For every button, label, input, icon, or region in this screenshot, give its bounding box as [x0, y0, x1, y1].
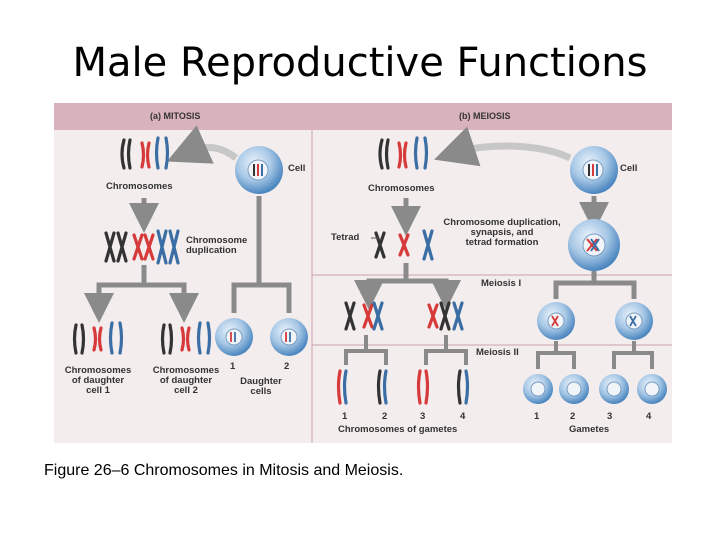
mitosis-curved-arrow: [166, 125, 239, 164]
mitosis-chromosomes: [120, 136, 170, 170]
meiosis1-split-left: [354, 263, 409, 310]
mitosis-cell-label: Cell: [288, 163, 306, 174]
meiosis1-split-right: [406, 278, 461, 310]
mitosis-header: (a) MITOSIS: [150, 111, 201, 121]
daughter-1-line-1: Chromosomes: [64, 365, 132, 376]
daughter-cells-line-2: cells: [250, 385, 272, 397]
gametes-label: Gametes: [569, 424, 610, 435]
figure: (a) MITOSIS Cell Chromosomes Chromosome …: [54, 103, 672, 443]
daughter-cell-2: [270, 318, 308, 356]
daughter-2-line-1: Chromosomes: [152, 365, 220, 376]
mitosis-split-right: [144, 282, 199, 323]
gamete-num-2: 2: [570, 411, 576, 422]
meiosis2-split-a: [344, 335, 388, 365]
tetrad-label: Tetrad: [331, 232, 360, 243]
meiosis-chromosomes-label: Chromosomes: [368, 183, 435, 194]
meiosis-duplication-label: Chromosome duplication, synapsis, and te…: [434, 218, 570, 248]
meiosis-duplication-line-2: synapsis, and: [470, 226, 534, 238]
meiosis1-cell-right: [615, 302, 653, 340]
chrom-num-1: 1: [342, 411, 348, 422]
meiosis2-split-b: [424, 335, 468, 365]
slide-title: Male Reproductive Functions: [72, 40, 648, 86]
mitosis-chromosomes-label: Chromosomes: [106, 181, 173, 192]
gamete-num-1: 1: [534, 411, 540, 422]
meiosis-curved-arrow: [434, 126, 572, 167]
meiosis-duplication-line-1: Chromosome duplication,: [443, 217, 561, 228]
meiosis-cell: [570, 146, 618, 194]
daughter-2-chromosomes: [160, 321, 212, 355]
gamete-num-3: 3: [607, 411, 613, 422]
meiosis2-cell-split: [536, 341, 654, 369]
daughter-cell-num-1: 1: [230, 361, 236, 372]
daughter-cell-1: [215, 318, 253, 356]
meiosis2-label: Meiosis II: [476, 347, 519, 358]
daughter-2-line-2: of daughter: [159, 374, 213, 386]
daughter-2-label: Chromosomes of daughter cell 2: [146, 366, 226, 396]
tetrad: [374, 229, 434, 261]
figure-graphics: [54, 103, 672, 443]
chrom-num-2: 2: [382, 411, 388, 422]
daughter-cell-num-2: 2: [284, 361, 290, 372]
daughter-1-line-2: of daughter: [71, 374, 125, 386]
meiosis1-right-chromosomes: [427, 301, 464, 331]
meiosis-duplication-line-3: tetrad formation: [465, 236, 539, 248]
daughter-1-chromosomes: [72, 321, 124, 355]
figure-caption: Figure 26–6 Chromosomes in Mitosis and M…: [44, 462, 404, 479]
mitosis-duplicated: [104, 229, 180, 265]
meiosis1-cell-left: [537, 302, 575, 340]
daughter-1-label: Chromosomes of daughter cell 1: [58, 366, 138, 396]
gamete-chromosomes-label: Chromosomes of gametes: [338, 424, 458, 435]
mitosis-duplication-label: Chromosome duplication: [186, 236, 247, 256]
daughter-cells-line-1: Daughter: [240, 376, 282, 387]
meiosis1-label: Meiosis I: [481, 278, 522, 289]
gamete-num-4: 4: [646, 411, 652, 422]
meiosis-header: (b) MEIOSIS: [459, 111, 511, 121]
daughter-2-line-3: cell 2: [174, 384, 198, 396]
meiosis1-left-chromosomes: [344, 301, 384, 331]
chrom-num-3: 3: [420, 411, 426, 422]
gamete-cells: [523, 374, 667, 404]
mitosis-duplication-line-1: Chromosome: [186, 235, 248, 246]
gamete-chromosomes: [336, 369, 470, 405]
mitosis-cell-split: [231, 271, 292, 313]
chrom-num-4: 4: [460, 411, 466, 422]
header-band: [54, 103, 672, 130]
daughter-1-line-3: cell 1: [86, 384, 110, 396]
meiosis1-cell-split: [553, 271, 637, 299]
daughter-cells-label: Daughter cells: [226, 377, 296, 397]
meiosis-cell-label: Cell: [620, 163, 638, 174]
tetrad-cell: [568, 219, 620, 271]
mitosis-duplication-line-2: duplication: [186, 244, 237, 256]
meiosis-chromosomes: [378, 136, 429, 170]
mitosis-split-left: [84, 265, 147, 323]
mitosis-cell: [235, 146, 283, 194]
